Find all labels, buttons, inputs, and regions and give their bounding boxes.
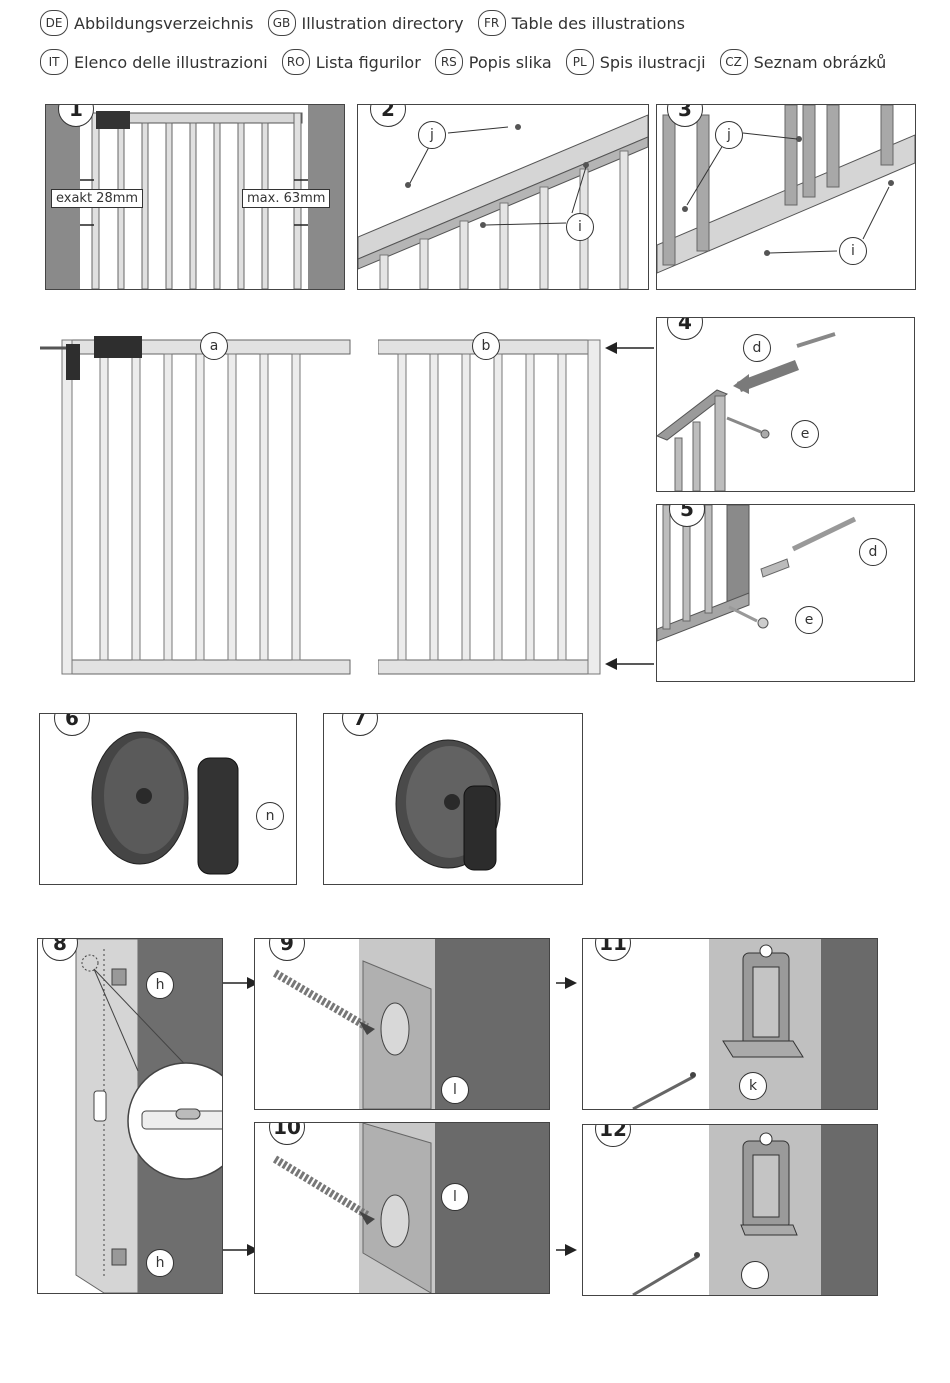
legend-item-pl: PL Spis ilustracji <box>566 49 706 75</box>
callout-e-nut: e <box>791 420 819 448</box>
legend-label-cz: Seznam obrázků <box>754 53 887 72</box>
legend-label-it: Elenco delle illustrazioni <box>74 53 268 72</box>
legend-item-de: DE Abbildungsverzeichnis <box>40 10 254 36</box>
callout-e-nut: e <box>795 606 823 634</box>
lang-code-ro: RO <box>282 49 310 75</box>
panel-5-extension-screw-bottom: 5 d e <box>656 504 915 682</box>
lang-code-de: DE <box>40 10 68 36</box>
lang-code-fr: FR <box>478 10 506 36</box>
gate-a-illustration <box>36 330 352 682</box>
extension-screw-illustration-4 <box>657 318 914 491</box>
panel-4-extension-screw: 4 d e <box>656 317 915 492</box>
callout-empty <box>741 1261 769 1289</box>
panel-6-wall-cup-and-pad: 6 n <box>39 713 297 885</box>
callout-j-screw: j <box>715 121 743 149</box>
panel-7-assembled-cup: 7 <box>323 713 583 885</box>
drill-top-illustration <box>255 939 549 1109</box>
legend-row-1: DE Abbildungsverzeichnis GB Illustration d… <box>40 10 699 36</box>
legend-label-rs: Popis slika <box>469 53 552 72</box>
legend-label-ro: Lista figurilor <box>316 53 421 72</box>
lang-code-pl: PL <box>566 49 594 75</box>
callout-a-gate: a <box>200 332 228 360</box>
callout-h-top: h <box>146 971 174 999</box>
panel-11-bracket-top: 11 k <box>582 938 878 1110</box>
callout-i-screw: i <box>839 237 867 265</box>
callout-j-screw: j <box>418 121 446 149</box>
drill-bottom-illustration <box>255 1123 549 1293</box>
callout-b-gate: b <box>472 332 500 360</box>
legend-label-de: Abbildungsverzeichnis <box>74 14 254 33</box>
extension-screw-illustration-5 <box>657 505 914 681</box>
legend-label-pl: Spis ilustracji <box>600 53 706 72</box>
legend-item-rs: RS Popis slika <box>435 49 552 75</box>
gate-part-b: b <box>378 330 602 682</box>
measurement-right-label: max. 63mm <box>242 189 330 208</box>
lang-code-cz: CZ <box>720 49 748 75</box>
gate-b-illustration <box>378 330 602 682</box>
callout-d-screw: d <box>859 538 887 566</box>
top-rail-screw-illustration <box>358 105 648 289</box>
legend-item-gb: GB Illustration directory <box>268 10 464 36</box>
panel-9-drill-top: 9 l <box>254 938 550 1110</box>
legend-row-2: IT Elenco delle illustrazioni RO Lista fig… <box>40 49 900 75</box>
panel-10-drill-bottom: 10 l <box>254 1122 550 1294</box>
legend-label-fr: Table des illustrations <box>512 14 685 33</box>
legend-item-cz: CZ Seznam obrázků <box>720 49 887 75</box>
callout-i-screw: i <box>566 213 594 241</box>
bracket-bottom-illustration <box>583 1125 877 1295</box>
bottom-rail-screw-illustration <box>657 105 915 289</box>
panel-12-bracket-bottom: 12 <box>582 1124 878 1296</box>
callout-h-bottom: h <box>146 1249 174 1277</box>
lang-code-gb: GB <box>268 10 296 36</box>
legend-item-it: IT Elenco delle illustrazioni <box>40 49 268 75</box>
assembled-cup-illustration <box>324 714 582 884</box>
wall-level-illustration <box>38 939 222 1293</box>
panel-8-wall-level: 8 h h <box>37 938 223 1294</box>
callout-d-screw: d <box>743 334 771 362</box>
lang-code-it: IT <box>40 49 68 75</box>
legend-label-gb: Illustration directory <box>302 14 464 33</box>
panel-3-screws-bottom: 3 j i <box>656 104 916 290</box>
panel-2-screws-top: 2 j i <box>357 104 649 290</box>
legend-item-ro: RO Lista figurilor <box>282 49 421 75</box>
callout-k-bracket: k <box>739 1072 767 1100</box>
callout-n-pad: n <box>256 802 284 830</box>
legend-item-fr: FR Table des illustrations <box>478 10 685 36</box>
wall-cup-pad-illustration <box>40 714 296 884</box>
callout-l-plate: l <box>441 1076 469 1104</box>
measurement-left-label: exakt 28mm <box>51 189 143 208</box>
callout-l-plate: l <box>441 1183 469 1211</box>
panel-1-gate-in-opening: 1 exakt 28mm max. 63mm <box>45 104 345 290</box>
bracket-top-illustration <box>583 939 877 1109</box>
gate-part-a: a <box>36 330 352 682</box>
lang-code-rs: RS <box>435 49 463 75</box>
